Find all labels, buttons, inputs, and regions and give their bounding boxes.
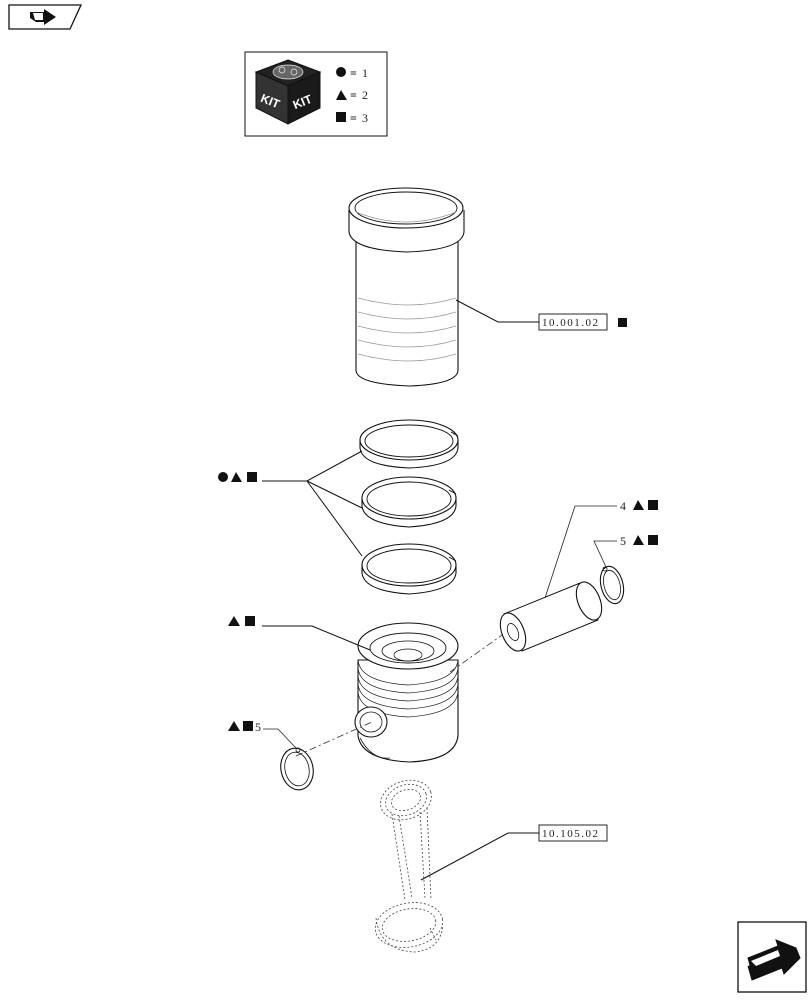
kit-1-circle-icon	[218, 472, 228, 482]
pin-axis-right	[449, 632, 506, 673]
connecting-rod-ref[interactable]: 10.105.02	[542, 828, 600, 840]
snap-ring-left	[280, 747, 314, 791]
pin-axis-left	[295, 721, 373, 757]
kit-box-label-left: KIT	[259, 91, 283, 111]
piston-rings-callout	[218, 450, 363, 557]
snap-ring-left-callout: 5	[228, 720, 297, 749]
cylinder-liner-ref-box[interactable]	[538, 313, 608, 331]
kit-1-value: 1	[362, 66, 368, 80]
kit-3-square-icon	[648, 535, 658, 545]
kit-3-square-icon	[247, 472, 257, 482]
piston-pin	[499, 581, 603, 652]
snap-ring-right	[599, 565, 625, 605]
previous-page-button[interactable]	[8, 4, 83, 30]
kit-2-triangle-icon	[228, 721, 240, 731]
kit-1-circle-icon	[336, 67, 346, 77]
kit-2-triangle-icon	[633, 535, 644, 545]
kit-2-triangle-icon	[633, 500, 644, 510]
kit-2-value: 2	[362, 88, 368, 102]
kit-3-square-icon	[243, 721, 253, 731]
piston-ring-middle	[361, 476, 457, 528]
connecting-rod-callout: 10.105.02	[420, 824, 608, 881]
cylinder-liner-ref[interactable]: 10.001.02	[542, 317, 600, 329]
kit-box-label-right: KIT	[291, 92, 315, 112]
kit-2-eq: =	[350, 88, 357, 102]
kit-3-eq: =	[350, 111, 357, 125]
cylinder-liner	[348, 187, 465, 387]
next-page-arrow-icon	[747, 939, 801, 981]
connecting-rod	[374, 779, 444, 953]
piston-pin-callout: 4	[544, 499, 658, 599]
kit-3-square-icon	[648, 500, 658, 510]
kit-3-value: 3	[362, 111, 368, 125]
kit-1-eq: =	[350, 66, 357, 80]
connecting-rod-ref-box[interactable]	[538, 824, 608, 842]
kit-legend: KIT KIT = 1 = 2 = 3	[244, 51, 388, 137]
next-page-button[interactable]	[737, 921, 807, 993]
kit-2-triangle-icon	[231, 472, 242, 482]
piston-ring-top	[359, 419, 459, 469]
cylinder-liner-callout: 10.001.02	[455, 299, 627, 331]
snap-ring-left-number[interactable]: 5	[255, 720, 261, 734]
snap-ring-right-number[interactable]: 5	[620, 534, 626, 548]
piston-ring-bottom	[361, 543, 457, 595]
kit-3-square-icon	[336, 112, 346, 122]
kit-box-icon: KIT KIT	[254, 59, 322, 125]
snap-ring-right-callout: 5	[593, 534, 658, 568]
piston-callout	[228, 616, 371, 651]
kit-2-triangle-icon	[228, 616, 240, 626]
piston	[354, 622, 459, 763]
kit-2-triangle-icon	[336, 90, 347, 100]
kit-3-square-icon	[245, 616, 255, 626]
kit-3-square-icon	[618, 318, 627, 327]
previous-page-arrow-icon	[30, 9, 56, 25]
piston-pin-number[interactable]: 4	[620, 499, 626, 513]
